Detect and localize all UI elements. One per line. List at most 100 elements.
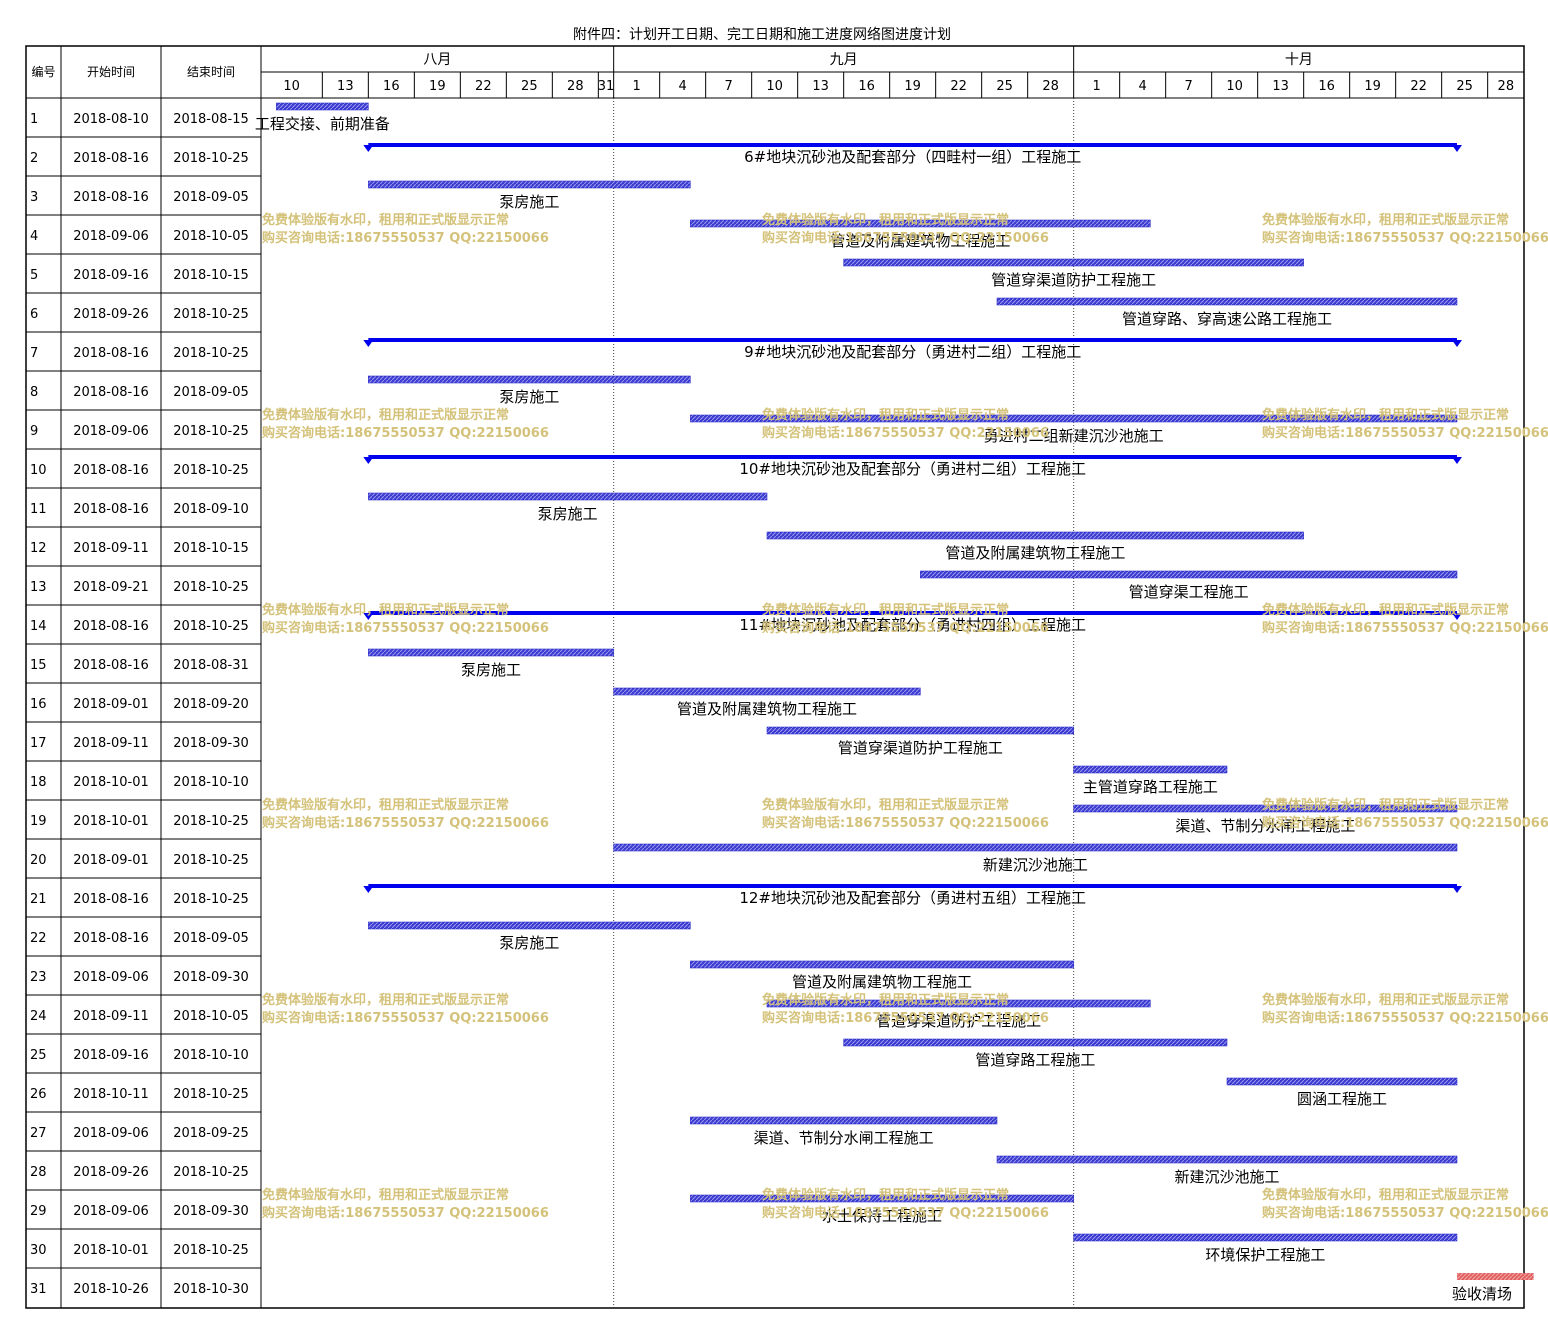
day-tick-label: 19 <box>1364 79 1381 94</box>
row-start: 2018-09-01 <box>73 853 149 868</box>
row-start: 2018-09-26 <box>73 1165 149 1180</box>
row-id: 22 <box>30 931 47 946</box>
summary-marker-start <box>363 145 374 152</box>
task-bar <box>368 180 691 189</box>
task-bar <box>996 1155 1458 1164</box>
row-start: 2018-10-01 <box>73 814 149 829</box>
summary-marker-start <box>363 886 374 893</box>
day-tick-label: 10 <box>766 79 783 94</box>
watermark-line1: 免费体验版有水印，租用和正式版显示正常 <box>1262 602 1509 618</box>
watermark-line2: 购买咨询电话:18675550537 QQ:22150066 <box>1262 1205 1548 1221</box>
row-id: 29 <box>30 1204 47 1219</box>
task-label: 泵房施工 <box>499 388 559 406</box>
row-id: 7 <box>30 346 38 361</box>
watermark-line1: 免费体验版有水印，租用和正式版显示正常 <box>762 407 1009 423</box>
task-bar <box>1073 804 1458 813</box>
row-id: 30 <box>30 1243 47 1258</box>
row-end: 2018-10-25 <box>173 580 249 595</box>
watermark-line2: 购买咨询电话:18675550537 QQ:22150066 <box>262 620 549 636</box>
row-end: 2018-10-05 <box>173 229 249 244</box>
day-tick-label: 10 <box>1226 79 1243 94</box>
day-tick-label: 7 <box>725 79 733 94</box>
task-label: 泵房施工 <box>538 505 598 523</box>
summary-marker-end <box>1452 457 1462 464</box>
day-tick-label: 22 <box>950 79 967 94</box>
day-tick-label: 19 <box>904 79 921 94</box>
watermark-line2: 购买咨询电话:18675550537 QQ:22150066 <box>762 1205 1049 1221</box>
summary-marker-end <box>1452 340 1462 347</box>
day-tick-label: 10 <box>283 79 300 94</box>
task-label: 管道穿渠道防护工程施工 <box>991 271 1156 289</box>
watermark-line1: 免费体验版有水印，租用和正式版显示正常 <box>262 992 509 1008</box>
row-id: 10 <box>30 463 47 478</box>
task-bar <box>766 999 1151 1008</box>
summary-marker-end <box>1452 145 1462 152</box>
header-start: 开始时间 <box>87 65 135 79</box>
task-bar <box>276 102 369 111</box>
row-end: 2018-09-05 <box>173 385 249 400</box>
row-id: 19 <box>30 814 47 829</box>
row-start: 2018-10-01 <box>73 775 149 790</box>
row-id: 26 <box>30 1087 47 1102</box>
row-start: 2018-09-11 <box>73 736 149 751</box>
row-start: 2018-09-16 <box>73 268 149 283</box>
watermark-line2: 购买咨询电话:18675550537 QQ:22150066 <box>762 1010 1049 1026</box>
row-end: 2018-08-31 <box>173 658 249 673</box>
watermark-line2: 购买咨询电话:18675550537 QQ:22150066 <box>1262 230 1548 246</box>
header-end: 结束时间 <box>187 65 235 79</box>
row-end: 2018-08-15 <box>173 112 249 127</box>
task-label: 管道穿渠工程施工 <box>1129 583 1249 601</box>
row-id: 24 <box>30 1009 47 1024</box>
table-frame <box>25 45 1525 1309</box>
task-bar <box>690 960 1074 969</box>
day-tick-label: 22 <box>1410 79 1427 94</box>
row-id: 8 <box>30 385 38 400</box>
task-label: 10#地块沉砂池及配套部分（勇进村二组）工程施工 <box>739 460 1086 478</box>
row-start: 2018-09-21 <box>73 580 149 595</box>
day-tick-label: 19 <box>429 79 446 94</box>
row-id: 11 <box>30 502 47 517</box>
row-end: 2018-09-30 <box>173 736 249 751</box>
row-start: 2018-08-16 <box>73 346 149 361</box>
row-end: 2018-10-25 <box>173 1087 249 1102</box>
row-start: 2018-10-01 <box>73 1243 149 1258</box>
task-bar <box>368 648 614 657</box>
watermark-line1: 免费体验版有水印，租用和正式版显示正常 <box>762 992 1009 1008</box>
row-end: 2018-09-30 <box>173 970 249 985</box>
day-tick-label: 28 <box>1042 79 1059 94</box>
row-id: 25 <box>30 1048 47 1063</box>
day-tick-label: 13 <box>337 79 354 94</box>
task-label: 工程交接、前期准备 <box>255 115 390 133</box>
row-start: 2018-09-06 <box>73 970 149 985</box>
task-bar <box>996 297 1458 306</box>
task-bar <box>843 258 1304 267</box>
watermark-line2: 购买咨询电话:18675550537 QQ:22150066 <box>762 230 1049 246</box>
watermark-line2: 购买咨询电话:18675550537 QQ:22150066 <box>1262 815 1548 831</box>
row-end: 2018-10-25 <box>173 151 249 166</box>
row-end: 2018-10-25 <box>173 1165 249 1180</box>
row-end: 2018-10-25 <box>173 1243 249 1258</box>
row-start: 2018-08-16 <box>73 892 149 907</box>
task-label: 管道穿渠道防护工程施工 <box>876 1012 1041 1030</box>
task-label: 圆涵工程施工 <box>1297 1090 1387 1108</box>
row-id: 9 <box>30 424 38 439</box>
task-label: 渠道、节制分水闸工程施工 <box>754 1129 934 1147</box>
task-bar <box>368 921 691 930</box>
row-id: 4 <box>30 229 38 244</box>
header-no: 编号 <box>31 64 55 79</box>
row-end: 2018-10-10 <box>173 1048 249 1063</box>
day-tick-label: 16 <box>383 79 400 94</box>
watermark-line1: 免费体验版有水印，租用和正式版显示正常 <box>1262 1187 1509 1203</box>
day-tick-label: 28 <box>1498 79 1515 94</box>
summary-marker-start <box>363 340 374 347</box>
task-bar <box>1226 1077 1458 1086</box>
row-end: 2018-09-25 <box>173 1126 249 1141</box>
row-id: 12 <box>30 541 47 556</box>
row-id: 2 <box>30 151 38 166</box>
row-end: 2018-10-25 <box>173 853 249 868</box>
watermark-line2: 购买咨询电话:18675550537 QQ:22150066 <box>262 815 549 831</box>
row-id: 16 <box>30 697 47 712</box>
watermark-line1: 免费体验版有水印，租用和正式版显示正常 <box>262 212 509 228</box>
row-id: 14 <box>30 619 47 634</box>
